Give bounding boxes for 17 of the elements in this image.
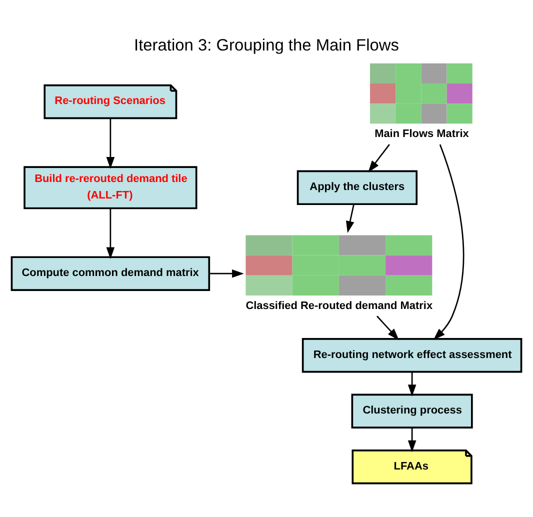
node-box: Apply the clusters [296,170,418,206]
node-label: Main Flows Matrix [374,128,469,140]
arrow [106,208,115,260]
node-box: Build re-rerouted demand tile (ALL-FT) [24,166,198,210]
arrow [408,372,416,397]
arrow [210,269,244,278]
arrow [106,118,115,169]
arrow [346,204,354,234]
diagram-title: Iteration 3: Grouping the Main Flows [134,36,399,54]
arrow [433,144,464,340]
node-box: Re-routing network effect assessment [302,338,522,373]
node-label: Classified Re-routed demand Matrix [246,300,433,312]
arrow [408,428,416,452]
arrow [368,144,390,172]
node-box: Compute common demand matrix [10,256,210,291]
node-box: Clustering process [351,394,473,428]
arrow [376,316,400,340]
